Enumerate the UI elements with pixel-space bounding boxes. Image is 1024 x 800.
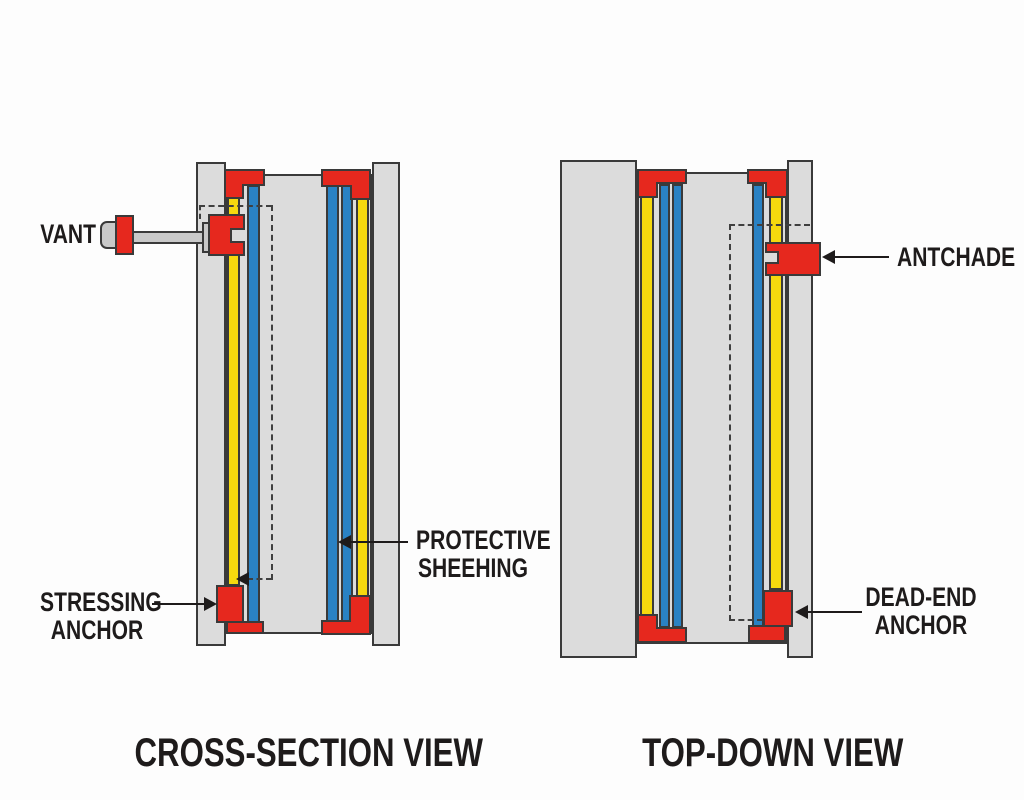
sheathing-arrowhead-icon — [338, 535, 351, 549]
stressing-anchor-arrow-line — [152, 603, 206, 605]
dead-end-anchor-label-line2: ANCHOR — [874, 610, 968, 640]
right-formwork-panel — [372, 162, 400, 646]
bottom-bearing-plate-right-2 — [748, 625, 786, 642]
duct-outline-left — [199, 205, 201, 219]
sheathing-blue-left-2a — [659, 184, 670, 628]
dead-end-arrowhead-icon — [795, 605, 808, 619]
anchorage-arrowhead-icon — [822, 250, 835, 264]
stressing-anchor-label: STRESSING ANCHOR — [40, 587, 162, 645]
sheathing-arrow-line — [350, 541, 408, 543]
anchorage-arrow-line — [834, 256, 889, 258]
duct-outline-right — [271, 205, 273, 580]
stressing-anchor-label-line2: ANCHOR — [50, 615, 144, 645]
stressing-anchor-block — [216, 585, 244, 623]
stressing-anchor-arrowhead-icon — [204, 597, 217, 611]
bottom-anchor-step-left-2 — [637, 614, 687, 643]
sheathing-blue-right-2 — [341, 185, 353, 624]
duct-outline-top — [199, 205, 272, 207]
duct-outline-bottom — [247, 578, 272, 580]
sheathing-blue-left — [247, 185, 260, 624]
live-anchor-head — [208, 214, 245, 256]
dead-end-anchor-label-line1: DEAD-END — [865, 582, 977, 612]
tendon-yellow-right — [356, 198, 369, 598]
top-anchor-cap-left-2 — [637, 169, 687, 198]
top-anchor-cap-right-2 — [747, 169, 788, 198]
anchorage-label: ANTCHADE — [897, 242, 1016, 272]
tendon-yellow-left-2 — [640, 196, 654, 617]
bottom-anchor-step-right — [321, 595, 371, 635]
duct-arrowhead-icon — [236, 572, 249, 586]
duct-outline-top-2 — [729, 224, 810, 226]
vant-label: VANT — [40, 219, 96, 249]
duct-outline-left-2 — [729, 224, 731, 621]
sheathing-blue-right-1 — [326, 185, 339, 624]
sheathing-blue-left-2b — [672, 184, 683, 628]
top-anchor-cap-right — [321, 169, 371, 200]
left-wall-section — [560, 160, 637, 658]
dead-end-anchor-block — [763, 590, 793, 627]
right-formwork-panel-2 — [787, 160, 813, 658]
bottom-bearing-plate-left — [226, 621, 264, 634]
bolt-rod — [132, 231, 210, 244]
dead-end-arrow-line — [807, 611, 862, 613]
protective-sheathing-label: PROTECTIVE SHEEHING — [416, 525, 551, 583]
dead-end-anchor-label: DEAD-END ANCHOR — [862, 583, 981, 639]
protective-sheathing-label-line1: PROTECTIVE — [416, 525, 551, 555]
cross-section-title: CROSS-SECTION VIEW — [134, 731, 483, 775]
duct-outline-bottom-2 — [729, 619, 763, 621]
top-anchor-cap-left — [224, 169, 265, 199]
protective-sheathing-label-line2: SHEEHING — [417, 553, 529, 583]
anchorage-block — [765, 242, 821, 276]
stressing-anchor-label-line1: STRESSING — [40, 587, 162, 617]
top-down-title: TOP-DOWN VIEW — [642, 731, 904, 775]
sheathing-blue-right-3 — [752, 184, 764, 627]
